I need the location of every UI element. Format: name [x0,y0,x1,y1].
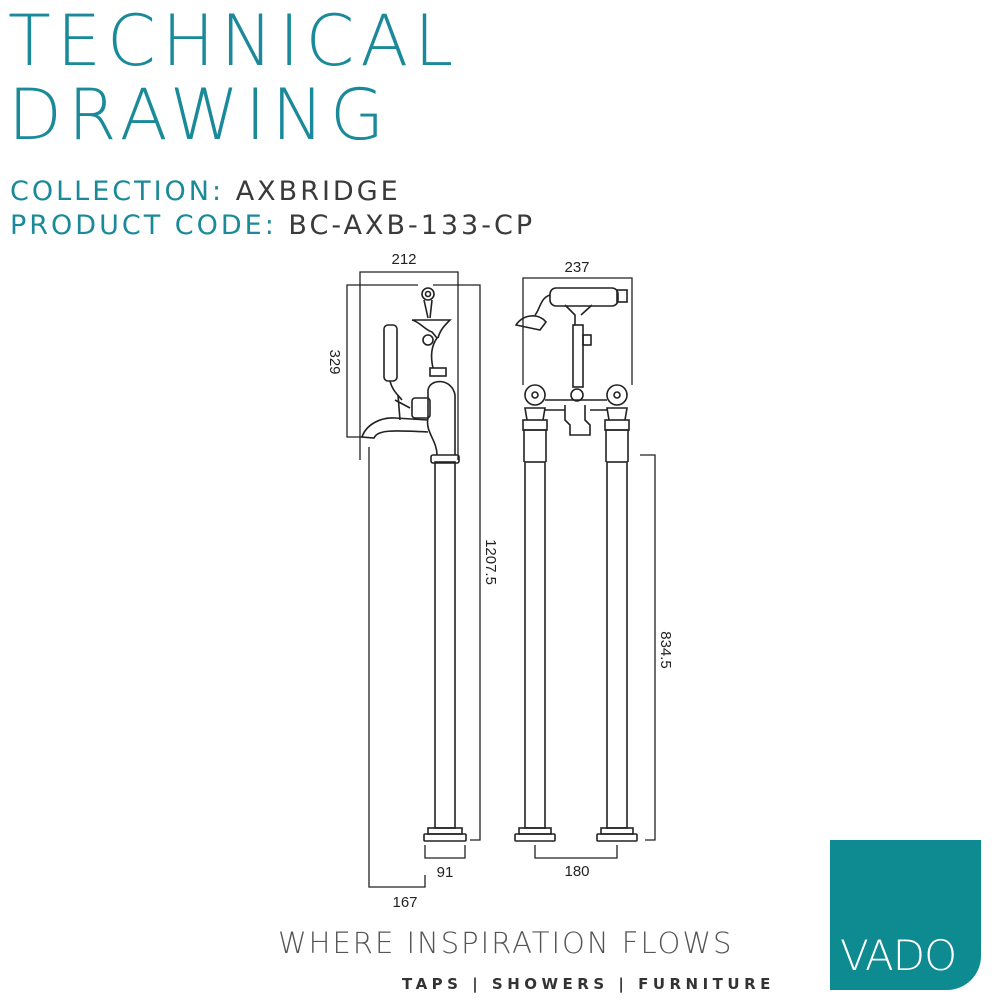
dim-left-height: 329 [326,349,343,374]
product-code-label: PRODUCT CODE: [10,210,277,241]
tagline: WHERE INSPIRATION FLOWS [278,926,734,960]
collection-value: AXBRIDGE [235,176,401,207]
dim-right-leg-spacing: 180 [564,863,589,880]
dim-left-offset: 167 [392,894,417,911]
dim-right-width: 237 [564,259,589,276]
subtagline: TAPS | SHOWERS | FURNITURE [402,975,775,993]
freestanding-bath-shower-mixer [360,287,467,842]
title-line-2: DRAWING [8,74,391,156]
right-dimension-lines [522,277,656,859]
vado-logo: VADO [830,840,981,990]
logo-text: VADO [840,931,957,980]
product-code-line: PRODUCT CODE: BC-AXB-133-CP [10,212,535,239]
product-code-value: BC-AXB-133-CP [288,210,536,241]
dim-left-width: 212 [391,251,416,268]
left-dimension-lines [346,271,481,888]
dim-left-total-height: 1207.5 [482,539,499,585]
bath-shower-mixer-with-legs [514,287,638,842]
collection-line: COLLECTION: AXBRIDGE [10,178,401,205]
collection-label: COLLECTION: [10,176,225,207]
dim-left-base: 91 [437,864,454,881]
dim-right-leg-height: 834.5 [657,631,674,669]
title-line-1: TECHNICAL [8,0,460,82]
